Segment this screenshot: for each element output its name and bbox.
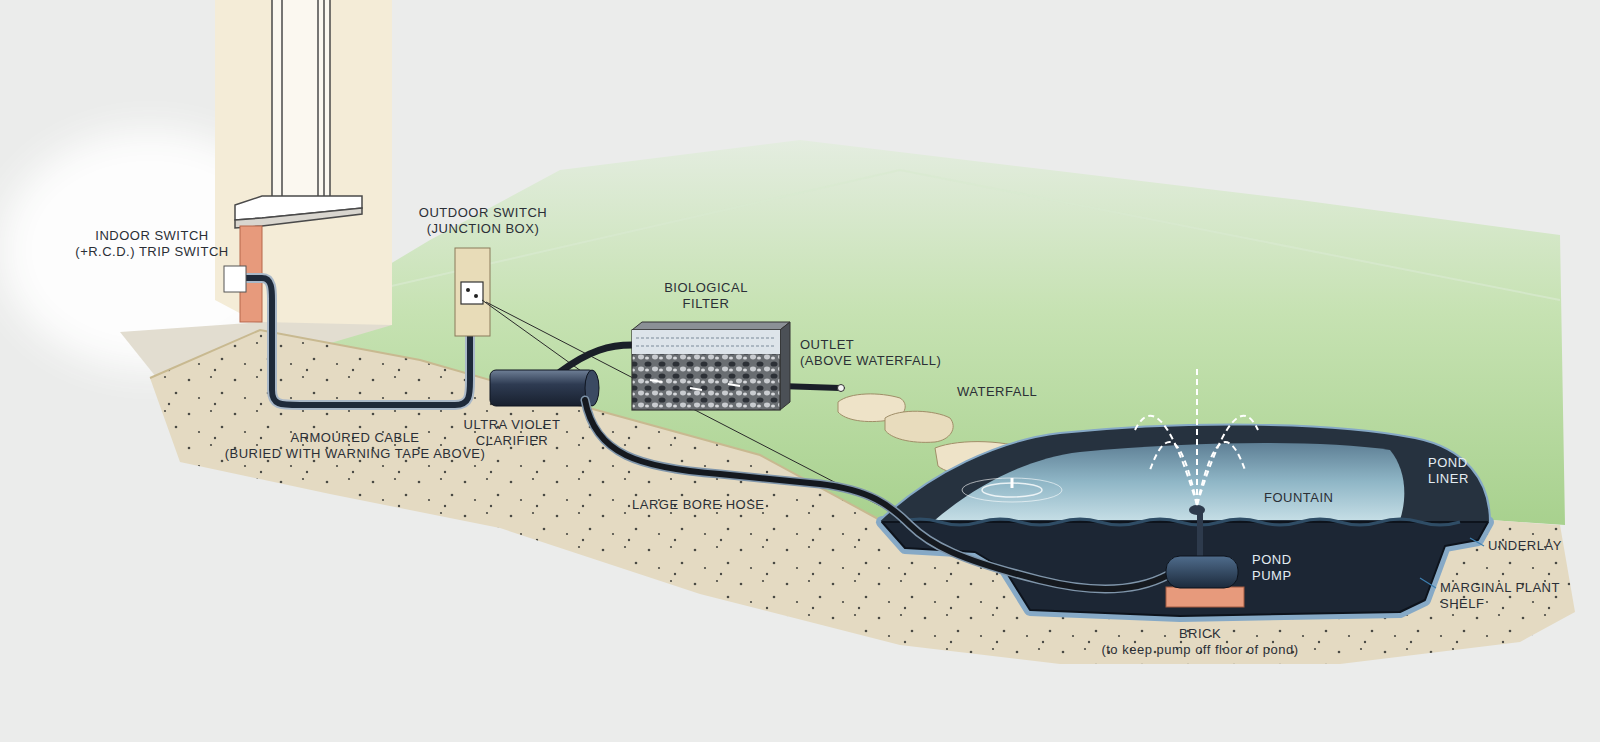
window-frame-shape <box>281 0 283 198</box>
pond-liner-shape <box>878 425 1490 522</box>
outdoor-switch-post-shape <box>466 288 470 292</box>
soil-section-shape <box>150 330 880 520</box>
indoor-switch-shape <box>224 266 246 292</box>
part-label: ARMOURED CABLE (BURIED WITH WARNING TAPE… <box>225 430 486 463</box>
part-label: INDOOR SWITCH (+R.C.D.) TRIP SWITCH <box>75 228 228 261</box>
underlay-leaders-shape <box>1470 538 1484 546</box>
large-bore-hose-shape <box>585 400 1168 589</box>
house-wall <box>120 0 392 382</box>
biological-filter-shape <box>632 330 780 410</box>
window-frame-shape <box>272 0 330 198</box>
part-label: POND PUMP <box>1252 552 1292 585</box>
pond-pump-shape <box>1166 587 1244 607</box>
part-label: OUTDOOR SWITCH (JUNCTION BOX) <box>419 205 547 238</box>
armoured-cable-shape <box>246 278 470 405</box>
biological-filter <box>632 322 790 410</box>
pond-water-shape <box>1011 478 1014 488</box>
large-bore-hose-shape <box>585 400 1168 589</box>
large-bore-hose <box>585 400 1168 589</box>
pond-liner-shape <box>882 522 1488 616</box>
underlay-leaders-shape <box>1420 578 1436 588</box>
window-frame-shape <box>317 0 319 198</box>
part-label: BIOLOGICAL FILTER <box>664 280 748 313</box>
waterfall-rocks-shape <box>885 411 953 442</box>
fountain-spray-shape <box>1196 365 1198 505</box>
pond-water-shape <box>900 519 1460 525</box>
fountain-spray-shape <box>1150 442 1197 505</box>
part-label: MARGINAL PLANT SHELF <box>1440 580 1560 613</box>
outdoor-switch-post <box>455 248 490 336</box>
biological-filter-shape <box>636 338 776 346</box>
pond-liner-shape <box>882 522 1488 616</box>
pond-water-shape <box>935 443 1404 520</box>
pond-pump <box>1166 505 1244 607</box>
pond-pump-shape <box>1189 505 1205 515</box>
part-label: OUTLET (ABOVE WATERFALL) <box>800 337 941 370</box>
fountain-spray <box>1135 365 1258 505</box>
soil-section <box>150 330 1575 664</box>
part-label: ULTRA VIOLET CLARIFIER <box>464 417 561 450</box>
window-frame-shape <box>323 0 325 198</box>
part-label: UNDERLAY <box>1488 538 1562 554</box>
part-label: POND LINER <box>1428 455 1469 488</box>
fountain-spray-shape <box>1135 416 1197 505</box>
biological-filter-shape <box>632 330 780 354</box>
lawn-shape <box>330 170 1560 300</box>
part-label: LARGE BORE HOSE <box>632 497 764 513</box>
filter-pipes-shape <box>560 345 632 372</box>
uv-clarifier-shape <box>490 370 595 406</box>
biological-filter-shape <box>650 380 740 390</box>
soil-section-shape <box>150 330 1575 664</box>
biological-filter-shape <box>780 322 790 410</box>
part-label: FOUNTAIN <box>1264 490 1333 506</box>
part-label: BRICK (to keep pump off floor of pond) <box>1101 626 1298 659</box>
indoor-switch <box>224 266 246 292</box>
pond-liner <box>878 425 1490 616</box>
armoured-cable <box>246 278 470 405</box>
filter-pipes-shape <box>838 385 845 392</box>
outdoor-switch-post-shape <box>474 294 478 298</box>
fountain-spray-shape <box>1197 442 1245 505</box>
pond-pump-shape <box>1166 556 1238 588</box>
window-frame-shape <box>235 208 362 228</box>
window-frame <box>235 0 362 228</box>
soil-section-shape <box>150 330 1575 664</box>
part-label: WATERFALL <box>957 384 1037 400</box>
fountain-spray-shape <box>1197 416 1258 505</box>
outdoor-switch-post-shape <box>455 248 490 336</box>
biological-filter-shape <box>632 322 790 330</box>
armoured-cable-shape <box>246 278 470 405</box>
pond-pump-shape <box>1197 512 1203 556</box>
pond-water-shape <box>962 478 1062 502</box>
outdoor-switch-post-shape <box>461 282 483 304</box>
